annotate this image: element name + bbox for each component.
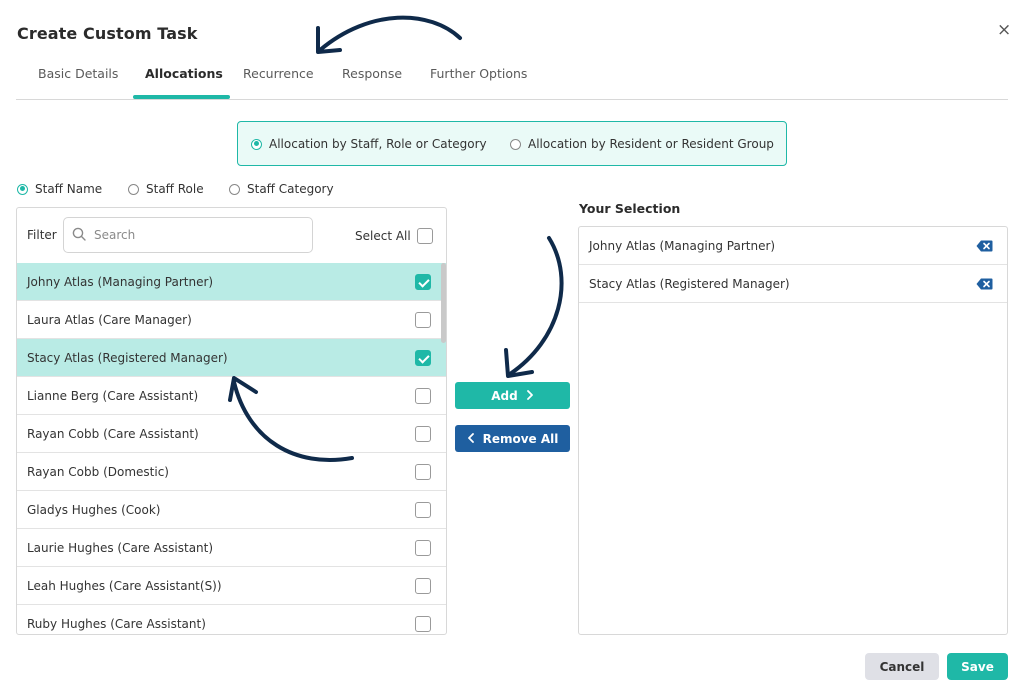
staff-item-name: Johny Atlas (Managing Partner) bbox=[27, 275, 214, 289]
allocation-by-resident-radio[interactable]: Allocation by Resident or Resident Group bbox=[510, 137, 774, 151]
backspace-delete-icon[interactable] bbox=[976, 240, 993, 255]
staff-item-name: Gladys Hughes (Cook) bbox=[27, 503, 161, 517]
staff-item-name: Stacy Atlas (Registered Manager) bbox=[27, 351, 228, 365]
list-item[interactable]: Gladys Hughes (Cook) bbox=[17, 491, 446, 529]
close-icon[interactable]: × bbox=[997, 20, 1012, 40]
staff-item-name: Ruby Hughes (Care Assistant) bbox=[27, 617, 206, 631]
item-checkbox[interactable] bbox=[415, 502, 431, 518]
selected-item-name: Johny Atlas (Managing Partner) bbox=[589, 239, 776, 253]
allocation-by-resident-label: Allocation by Resident or Resident Group bbox=[528, 137, 774, 151]
search-box[interactable] bbox=[63, 217, 313, 253]
search-input[interactable] bbox=[94, 228, 294, 242]
list-item[interactable]: Laura Atlas (Care Manager) bbox=[17, 301, 446, 339]
tab-basic-details[interactable]: Basic Details bbox=[38, 66, 119, 81]
item-checkbox[interactable] bbox=[415, 426, 431, 442]
remove-all-button[interactable]: Remove All bbox=[455, 425, 570, 452]
chevron-right-icon bbox=[526, 389, 534, 403]
item-checkbox[interactable] bbox=[415, 274, 431, 290]
chevron-left-icon bbox=[467, 432, 475, 446]
add-button[interactable]: Add bbox=[455, 382, 570, 409]
item-checkbox[interactable] bbox=[415, 616, 431, 632]
list-item[interactable]: Ruby Hughes (Care Assistant) bbox=[17, 605, 446, 634]
radio-selected-icon bbox=[251, 138, 262, 150]
item-checkbox[interactable] bbox=[415, 312, 431, 328]
radio-unselected-icon bbox=[229, 183, 240, 195]
selection-panel: Johny Atlas (Managing Partner) Stacy Atl… bbox=[578, 226, 1008, 635]
staff-list-panel: Filter Select All Johny Atlas (Managing … bbox=[16, 207, 447, 635]
dialog-title: Create Custom Task bbox=[17, 24, 198, 43]
tab-response[interactable]: Response bbox=[342, 66, 403, 81]
select-all-toggle[interactable]: Select All bbox=[355, 228, 433, 244]
tab-further-options[interactable]: Further Options bbox=[430, 66, 528, 81]
list-item[interactable]: Rayan Cobb (Care Assistant) bbox=[17, 415, 446, 453]
arrow-to-allocations-tab-icon bbox=[316, 15, 462, 54]
filter-label: Filter bbox=[27, 228, 57, 242]
tab-allocations[interactable]: Allocations bbox=[145, 66, 223, 81]
staff-item-name: Lianne Berg (Care Assistant) bbox=[27, 389, 199, 403]
tab-bar: Basic Details Allocations Recurrence Res… bbox=[16, 58, 1008, 100]
your-selection-title: Your Selection bbox=[579, 201, 681, 216]
selected-item: Johny Atlas (Managing Partner) bbox=[579, 227, 1007, 265]
selected-item-name: Stacy Atlas (Registered Manager) bbox=[589, 277, 790, 291]
allocation-by-staff-radio[interactable]: Allocation by Staff, Role or Category bbox=[251, 137, 487, 151]
staff-item-name: Rayan Cobb (Domestic) bbox=[27, 465, 169, 479]
staff-list: Johny Atlas (Managing Partner) Laura Atl… bbox=[17, 263, 446, 634]
cancel-button[interactable]: Cancel bbox=[865, 653, 939, 680]
item-checkbox[interactable] bbox=[415, 388, 431, 404]
item-checkbox[interactable] bbox=[415, 350, 431, 366]
staff-category-label: Staff Category bbox=[247, 182, 334, 196]
list-item[interactable]: Lianne Berg (Care Assistant) bbox=[17, 377, 446, 415]
active-tab-indicator bbox=[133, 95, 230, 99]
item-checkbox[interactable] bbox=[415, 578, 431, 594]
list-item[interactable]: Stacy Atlas (Registered Manager) bbox=[17, 339, 446, 377]
staff-item-name: Rayan Cobb (Care Assistant) bbox=[27, 427, 199, 441]
allocation-by-staff-label: Allocation by Staff, Role or Category bbox=[269, 137, 487, 151]
backspace-delete-icon[interactable] bbox=[976, 278, 993, 293]
list-scrollbar[interactable] bbox=[441, 263, 446, 343]
staff-name-label: Staff Name bbox=[35, 182, 103, 196]
list-item[interactable]: Leah Hughes (Care Assistant(S)) bbox=[17, 567, 446, 605]
staff-item-name: Laura Atlas (Care Manager) bbox=[27, 313, 192, 327]
staff-item-name: Laurie Hughes (Care Assistant) bbox=[27, 541, 214, 555]
select-all-checkbox[interactable] bbox=[416, 228, 433, 244]
staff-role-radio[interactable]: Staff Role bbox=[128, 182, 204, 196]
list-item[interactable]: Johny Atlas (Managing Partner) bbox=[17, 263, 446, 301]
remove-all-label: Remove All bbox=[482, 431, 559, 446]
arrow-to-add-button-icon bbox=[504, 236, 564, 378]
allocation-mode-group: Allocation by Staff, Role or Category Al… bbox=[237, 121, 787, 166]
save-button[interactable]: Save bbox=[947, 653, 1008, 680]
radio-selected-icon bbox=[17, 183, 28, 195]
tab-recurrence[interactable]: Recurrence bbox=[243, 66, 314, 81]
selected-item: Stacy Atlas (Registered Manager) bbox=[579, 265, 1007, 303]
list-item[interactable]: Laurie Hughes (Care Assistant) bbox=[17, 529, 446, 567]
list-item[interactable]: Rayan Cobb (Domestic) bbox=[17, 453, 446, 491]
add-button-label: Add bbox=[491, 388, 518, 403]
staff-role-label: Staff Role bbox=[146, 182, 204, 196]
staff-item-name: Leah Hughes (Care Assistant(S)) bbox=[27, 579, 222, 593]
search-icon bbox=[72, 226, 86, 245]
filter-row: Filter Select All bbox=[17, 208, 446, 263]
item-checkbox[interactable] bbox=[415, 540, 431, 556]
staff-name-radio[interactable]: Staff Name bbox=[17, 182, 102, 196]
select-all-label: Select All bbox=[355, 229, 411, 243]
item-checkbox[interactable] bbox=[415, 464, 431, 480]
radio-unselected-icon bbox=[128, 183, 139, 195]
radio-unselected-icon bbox=[510, 138, 521, 150]
staff-category-radio[interactable]: Staff Category bbox=[229, 182, 334, 196]
